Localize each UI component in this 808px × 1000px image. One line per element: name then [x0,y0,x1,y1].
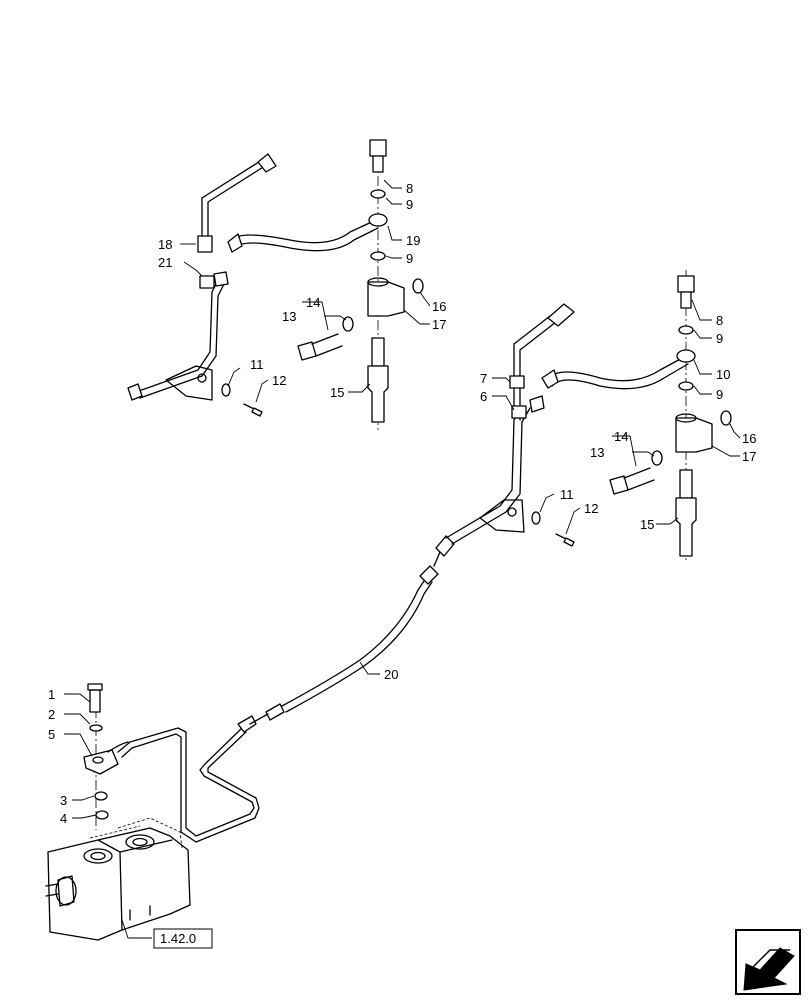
callout-14a: 14 [306,295,320,310]
callout-8b: 8 [716,313,723,328]
callout-10: 10 [716,367,730,382]
callout-19: 19 [406,233,420,248]
callout-20: 20 [384,667,398,682]
callout-15b: 15 [640,517,654,532]
callout-11a: 11 [250,357,264,372]
left-injector-group [127,139,424,430]
callout-18: 18 [158,237,172,252]
callout-3: 3 [60,793,67,808]
callout-13a: 13 [282,309,296,324]
callout-7: 7 [480,371,487,386]
callout-6: 6 [480,389,487,404]
callout-17b: 17 [742,449,756,464]
callout-13b: 13 [590,445,604,460]
callout-12b: 12 [584,501,598,516]
callout-2: 2 [48,707,55,722]
callout-12a: 12 [272,373,286,388]
callout-1: 1 [48,687,55,702]
callout-5: 5 [48,727,55,742]
reference-box[interactable]: 1.42.0 [153,928,213,949]
callout-11b: 11 [560,487,574,502]
callout-14b: 14 [614,429,628,444]
leader-lines [64,179,741,939]
callout-15a: 15 [330,385,344,400]
callout-17a: 17 [432,317,446,332]
reference-label: 1.42.0 [160,931,196,946]
callout-9c: 9 [716,331,723,346]
right-injector-group [445,270,732,560]
pressure-pipe [117,535,455,843]
callout-9d: 9 [716,387,723,402]
inlet-fitting [83,683,129,830]
callout-21: 21 [158,255,172,270]
callout-8a: 8 [406,181,413,196]
callout-9a: 9 [406,197,413,212]
pump-assembly [45,817,191,941]
callout-4: 4 [60,811,67,826]
callout-16a: 16 [432,299,446,314]
callout-16b: 16 [742,431,756,446]
callouts: 1 2 5 3 4 20 18 21 8 9 19 9 16 17 14 13 … [48,181,756,826]
callout-9b: 9 [406,251,413,266]
arrow-navigation-icon[interactable] [735,929,801,995]
